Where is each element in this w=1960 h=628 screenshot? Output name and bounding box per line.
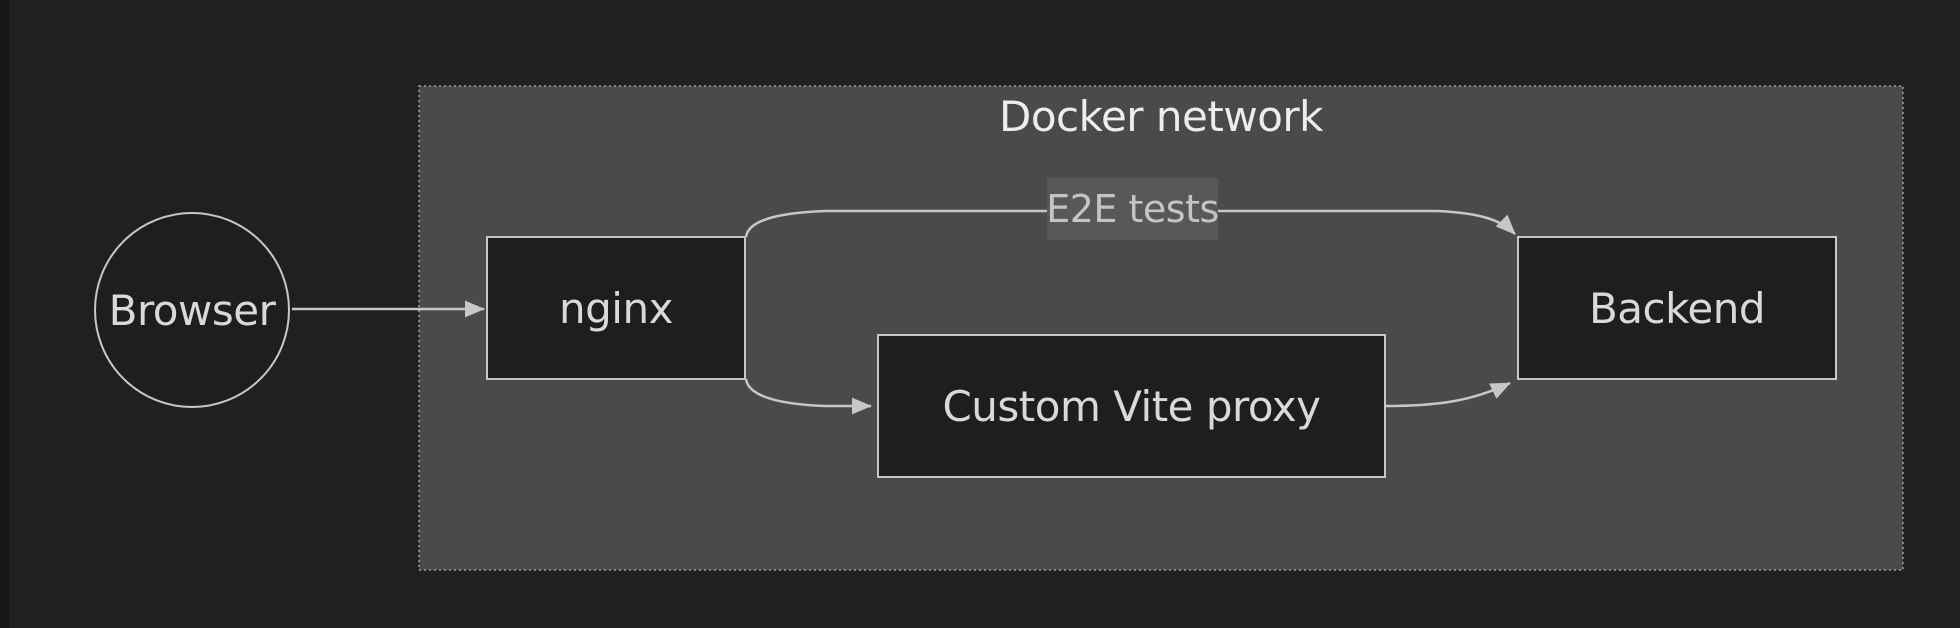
node-custom-vite-proxy: Custom Vite proxy xyxy=(877,334,1386,478)
cluster-title-docker-network: Docker network xyxy=(999,92,1323,141)
node-custom-vite-proxy-label: Custom Vite proxy xyxy=(942,381,1321,431)
window-edge-strip xyxy=(0,0,9,628)
node-nginx: nginx xyxy=(486,236,746,380)
node-browser: Browser xyxy=(94,212,290,408)
edge-label-e2e-tests: E2E tests xyxy=(1046,178,1219,240)
node-backend: Backend xyxy=(1517,236,1837,380)
node-backend-label: Backend xyxy=(1588,283,1766,333)
node-nginx-label: nginx xyxy=(559,283,673,333)
edge-proxy-to-backend xyxy=(1384,381,1511,408)
node-browser-label: Browser xyxy=(108,285,276,335)
edge-nginx-to-proxy xyxy=(744,378,872,415)
